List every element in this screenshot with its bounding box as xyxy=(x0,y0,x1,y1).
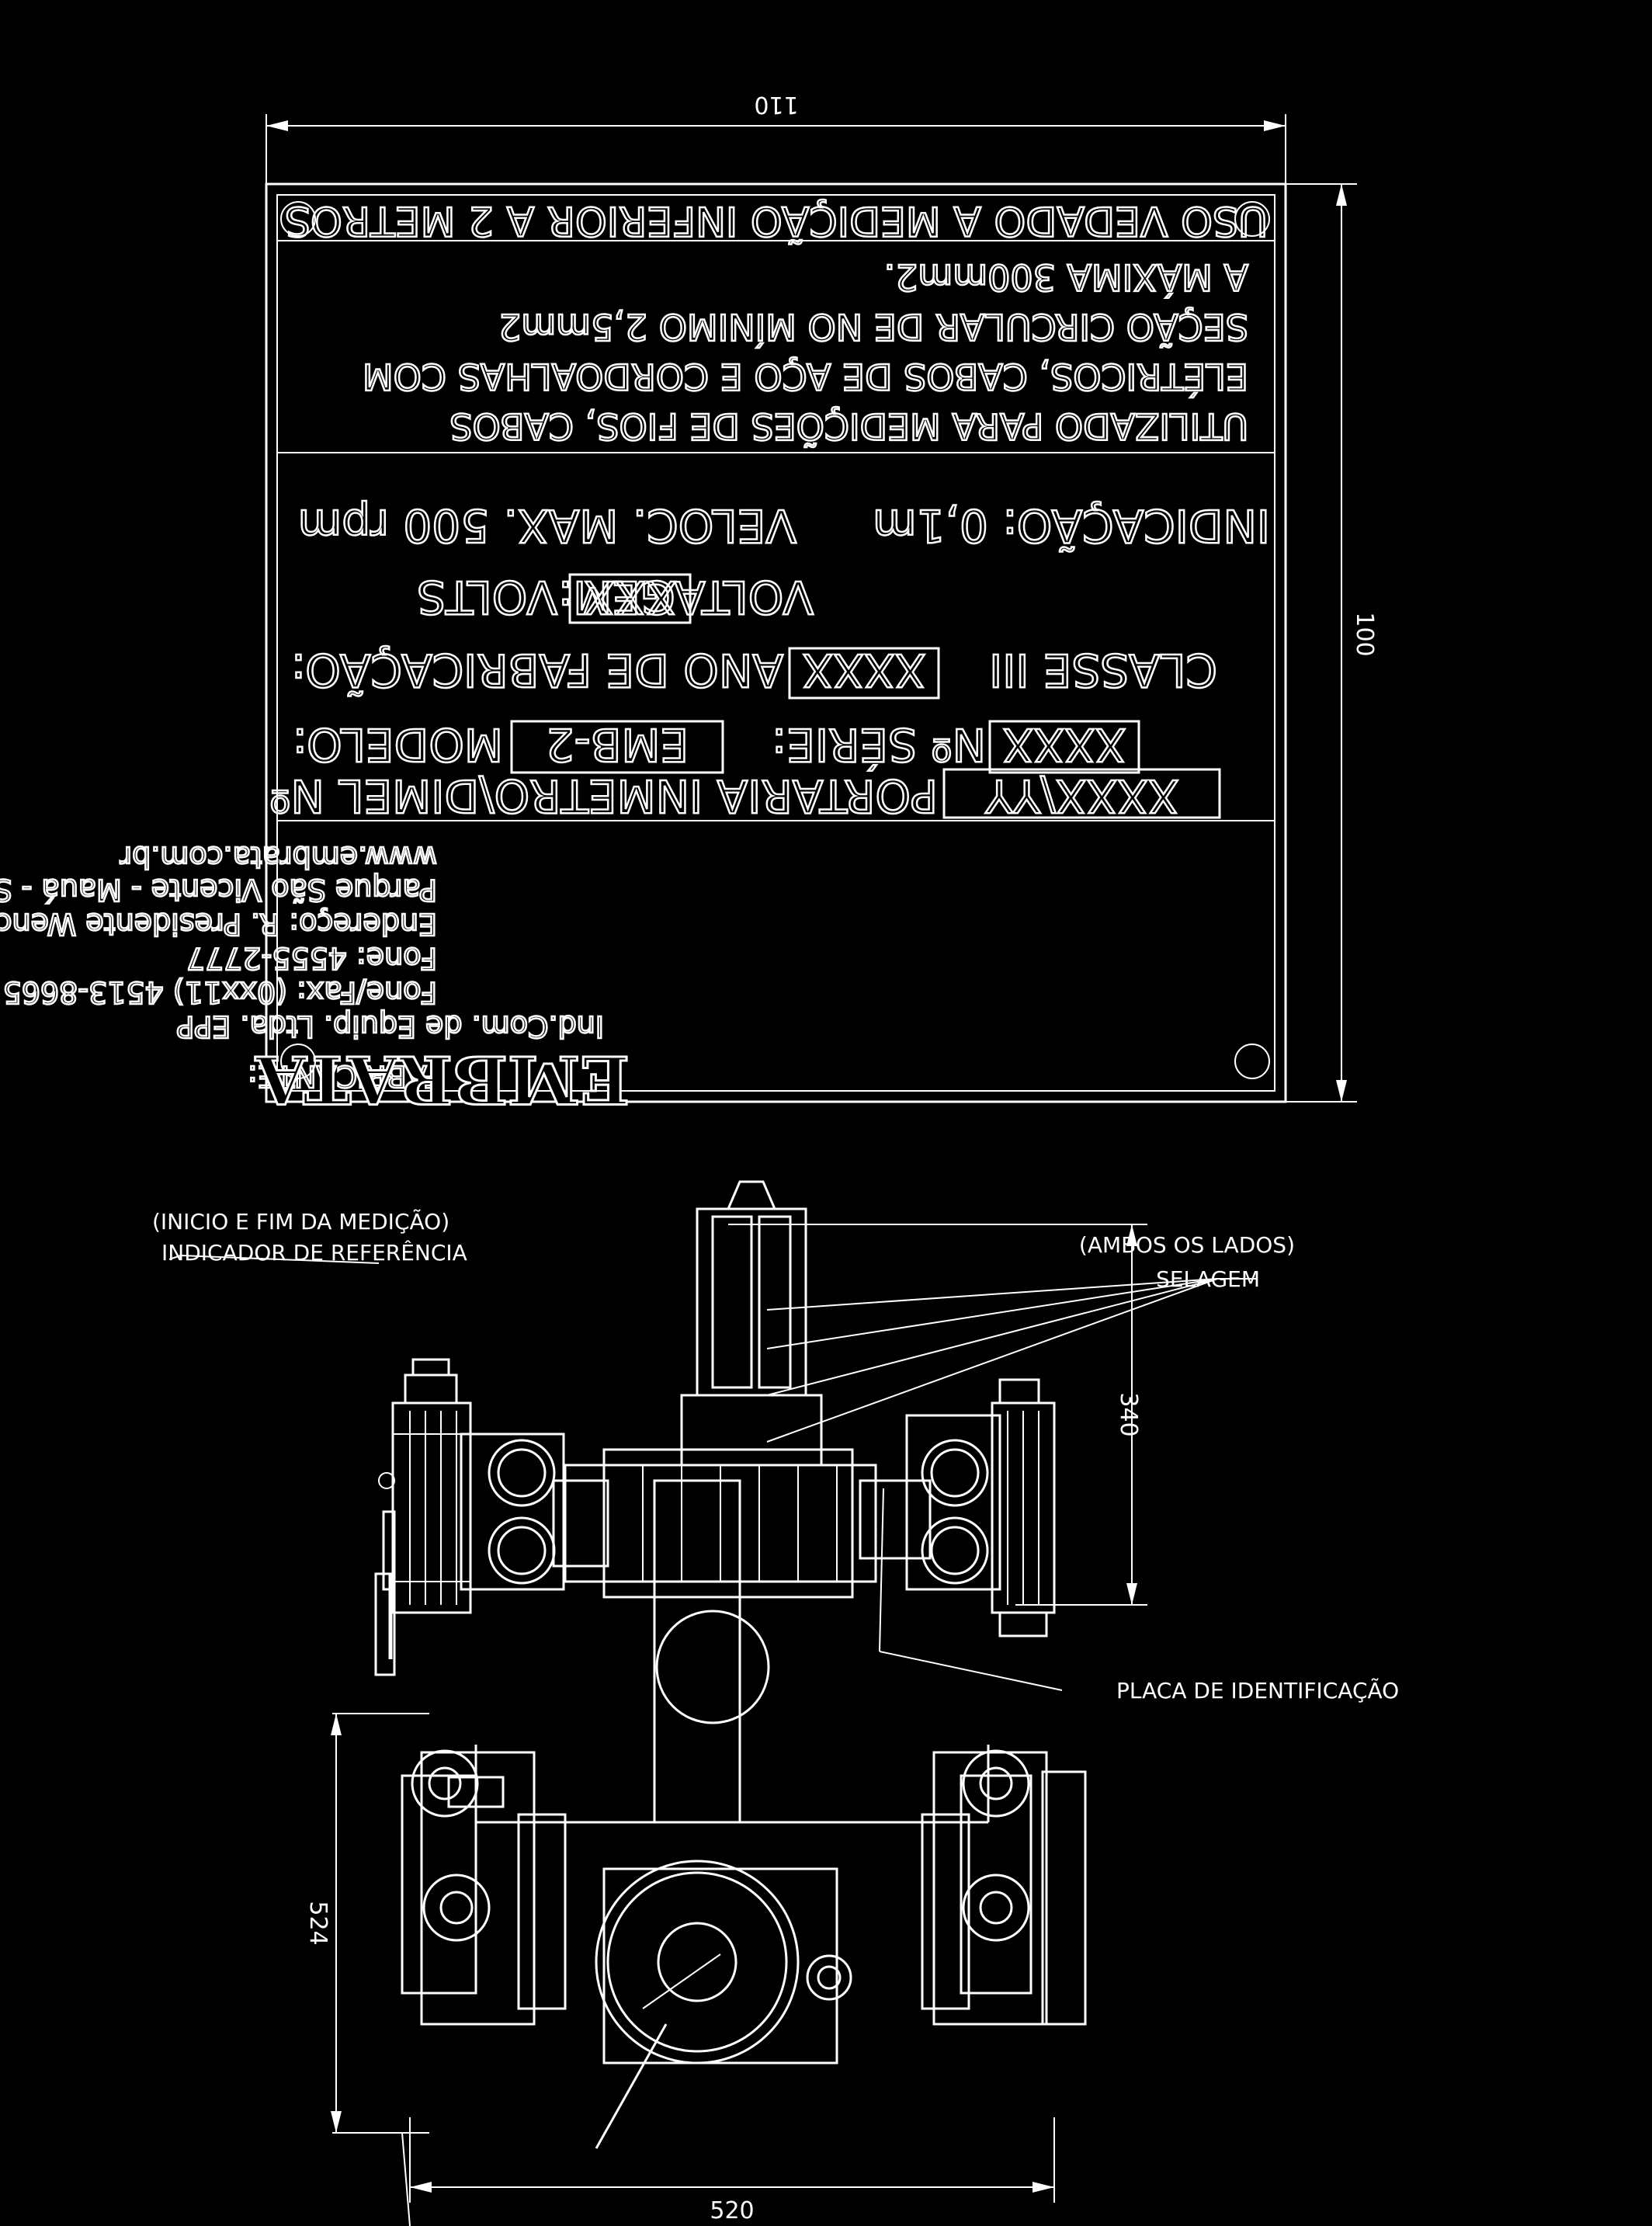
manufacturer-line: Parque São Vicente - Mauá - SP xyxy=(0,873,437,907)
seal-leader xyxy=(766,1278,1218,1311)
seal-leader xyxy=(766,1278,1218,1396)
front-height-dim: 524 xyxy=(304,1901,331,1945)
usage-line: ELÉTRICOS, CABOS DE AÇO E CORDOALHAS COM xyxy=(363,356,1248,398)
plate-height-dim: 100 xyxy=(1351,612,1378,656)
placa-label: PLACA DE IDENTIFICAÇÃO xyxy=(1116,1678,1399,1703)
usage-line: SEÇÃO CIRCULAR DE NO MÍNIMO 2,5mm2 xyxy=(498,306,1248,348)
voltagem-label: VOLTAGEM: xyxy=(558,571,814,623)
manufacturer-line: Fone/Fax: (0xx11) 4513-8665 \ 4546-1608 xyxy=(0,975,437,1009)
modelo-box xyxy=(510,720,724,774)
indicador-label: INDICADOR DE REFERÊNCIA xyxy=(161,1239,467,1266)
portaria-value: XXXX\YY xyxy=(985,769,1179,822)
indicador-leader xyxy=(180,1255,380,1264)
portaria-box xyxy=(942,768,1221,819)
mounting-hole-icon xyxy=(1234,201,1270,237)
manufacturer-line: Endereço: R. Presidente Wenceslau Brás n… xyxy=(0,907,437,941)
voltagem-unit: VOLTS xyxy=(417,571,557,623)
plate-warning: USO VEDADO A MEDIÇÃO INFERIOR A 2 METROS xyxy=(285,197,1268,245)
mounting-hole-icon xyxy=(280,201,316,237)
serie-box xyxy=(988,720,1140,774)
selagem-label: SELAGEM xyxy=(1156,1266,1260,1292)
ano-value: XXXX xyxy=(803,644,926,696)
mounting-hole-icon xyxy=(1234,1044,1270,1079)
portaria-label: PORTARIA INMETRO\DIMEL Nº xyxy=(269,769,938,822)
seal-leader xyxy=(766,1278,1218,1349)
front-view: 524 520 xyxy=(304,1479,1087,2226)
classe-text: CLASSE III xyxy=(989,644,1217,696)
manufacturer-line: www.embrata.com.br xyxy=(120,840,437,874)
plate-width-dim: 110 xyxy=(754,91,798,118)
brand-logo: EMBRATA xyxy=(255,1041,630,1118)
modelo-value: EMB-2 xyxy=(546,718,689,771)
front-width-dim: 520 xyxy=(710,2197,754,2224)
manufacturer-line: Ind.Com. de Equip. Ltda. EPP xyxy=(176,1009,604,1044)
ano-label: ANO DE FABRICAÇÃO: xyxy=(291,644,783,697)
ano-box xyxy=(788,647,940,700)
fabricante-label: FABRICANTE: xyxy=(248,1059,441,1093)
seal-leader xyxy=(766,1278,1218,1443)
identification-plate: 110 100 USO VEDADO A MEDIÇÃO INFERIOR A … xyxy=(0,91,1378,1120)
voltagem-value: XXX xyxy=(584,571,676,623)
selagem-note: (AMBOS OS LADOS) xyxy=(1079,1232,1295,1258)
usage-line: A MÁXIMA 300mm2. xyxy=(884,256,1248,298)
serie-value: XXXX xyxy=(1003,718,1126,771)
serie-label: Nº SÉRIE: xyxy=(772,718,986,772)
mounting-hole-icon xyxy=(280,1044,316,1079)
placa-leader xyxy=(879,1488,884,1652)
side-view: 340 SELAGEM (AMBOS OS LADOS) INDICADOR D… xyxy=(152,1180,1399,1703)
manufacturer-line: Fone: 4555-2777 xyxy=(186,941,437,975)
voltagem-box xyxy=(568,573,692,624)
usage-line: UTILIZADO PARA MEDIÇÕES DE FIOS, CABOS xyxy=(449,405,1248,447)
indicador-note: (INICIO E FIM DA MEDIÇÃO) xyxy=(152,1209,449,1235)
side-height-dim: 340 xyxy=(1115,1392,1142,1436)
indicacao-text: INDICAÇÃO: 0,1m xyxy=(873,499,1270,553)
velocidade-text: VELOC. MAX. 500 rpm xyxy=(298,499,796,552)
modelo-label: MODELO: xyxy=(293,718,503,771)
